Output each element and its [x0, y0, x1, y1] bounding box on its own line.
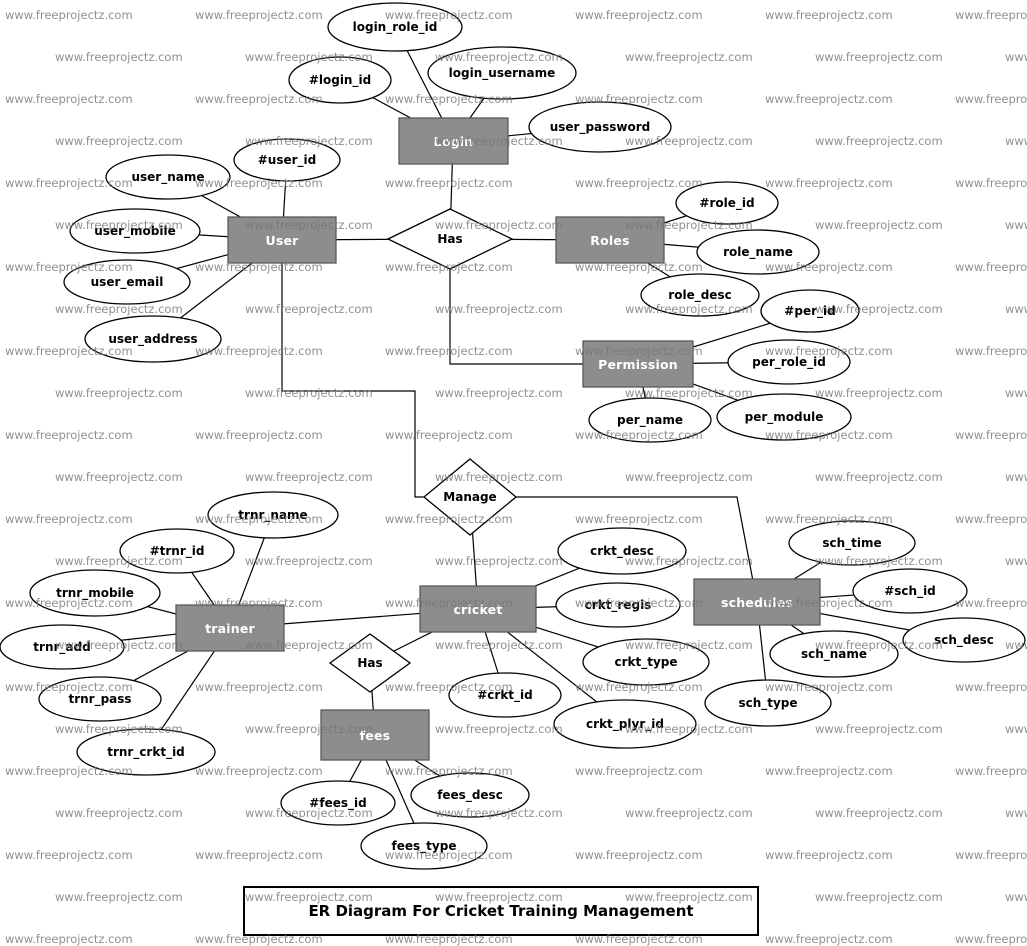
attribute-sch_id-ellipse: [852, 568, 968, 614]
attribute-per_module-ellipse: [716, 393, 852, 441]
attribute-trnr_crkt_id-ellipse: [76, 728, 216, 776]
attribute-sch_type-ellipse: [704, 679, 832, 727]
attribute-sch_name-ellipse: [769, 630, 899, 678]
diagram-caption: ER Diagram For Cricket Training Manageme…: [308, 902, 694, 920]
edge-has-permission: [449, 239, 637, 365]
edge-user-manage: [281, 240, 470, 498]
attribute-trnr_add-ellipse: [0, 624, 125, 670]
attribute-login_role_id-ellipse: [327, 2, 463, 52]
attribute-fees_id-ellipse: [280, 780, 396, 826]
attribute-login_id-ellipse: [288, 56, 392, 104]
entity-permission-box: [582, 340, 694, 388]
attribute-user_id-ellipse: [233, 138, 341, 182]
entity-cricket-box: [419, 585, 537, 633]
relationship-has-fees-diamond: [328, 633, 412, 693]
attribute-trnr_name-ellipse: [207, 491, 339, 539]
attribute-per_role_id-ellipse: [727, 339, 851, 385]
attribute-trnr_mobile-ellipse: [29, 569, 161, 617]
relationship-has-login-diamond: [386, 208, 514, 270]
diagram-caption-box: ER Diagram For Cricket Training Manageme…: [243, 886, 759, 936]
attribute-user_email-ellipse: [63, 259, 191, 305]
attribute-crkt_regis-ellipse: [555, 582, 681, 628]
entity-fees-box: [320, 709, 430, 761]
attribute-sch_time-ellipse: [788, 520, 916, 566]
attribute-fees_type-ellipse: [360, 822, 488, 870]
attribute-trnr_pass-ellipse: [38, 676, 162, 722]
entity-trainer-box: [175, 604, 285, 652]
entity-roles-box: [555, 216, 665, 264]
attribute-crkt_type-ellipse: [582, 638, 710, 686]
entity-user-box: [227, 216, 337, 264]
attribute-login_username-ellipse: [427, 46, 577, 100]
attribute-crkt_plyr_id-ellipse: [553, 699, 697, 749]
attribute-per_name-ellipse: [588, 397, 712, 443]
entity-schedules-box: [693, 578, 821, 626]
edge-manage-schedules: [470, 496, 758, 603]
attribute-role_desc-ellipse: [640, 273, 760, 317]
attribute-crkt_id-ellipse: [448, 672, 562, 718]
attribute-per_id-ellipse: [760, 289, 860, 333]
attribute-user_name-ellipse: [105, 154, 231, 200]
attribute-user_password-ellipse: [528, 101, 672, 153]
attribute-crkt_desc-ellipse: [557, 527, 687, 575]
entity-login-box: [398, 117, 509, 165]
attribute-user_mobile-ellipse: [69, 208, 201, 254]
attribute-sch_desc-ellipse: [902, 617, 1026, 663]
attribute-role_name-ellipse: [696, 229, 820, 275]
attribute-fees_desc-ellipse: [410, 772, 530, 818]
attribute-user_address-ellipse: [84, 315, 222, 363]
attribute-trnr_id-ellipse: [119, 528, 235, 574]
attribute-role_id-ellipse: [675, 181, 779, 225]
relationship-manage-diamond: [422, 458, 518, 536]
